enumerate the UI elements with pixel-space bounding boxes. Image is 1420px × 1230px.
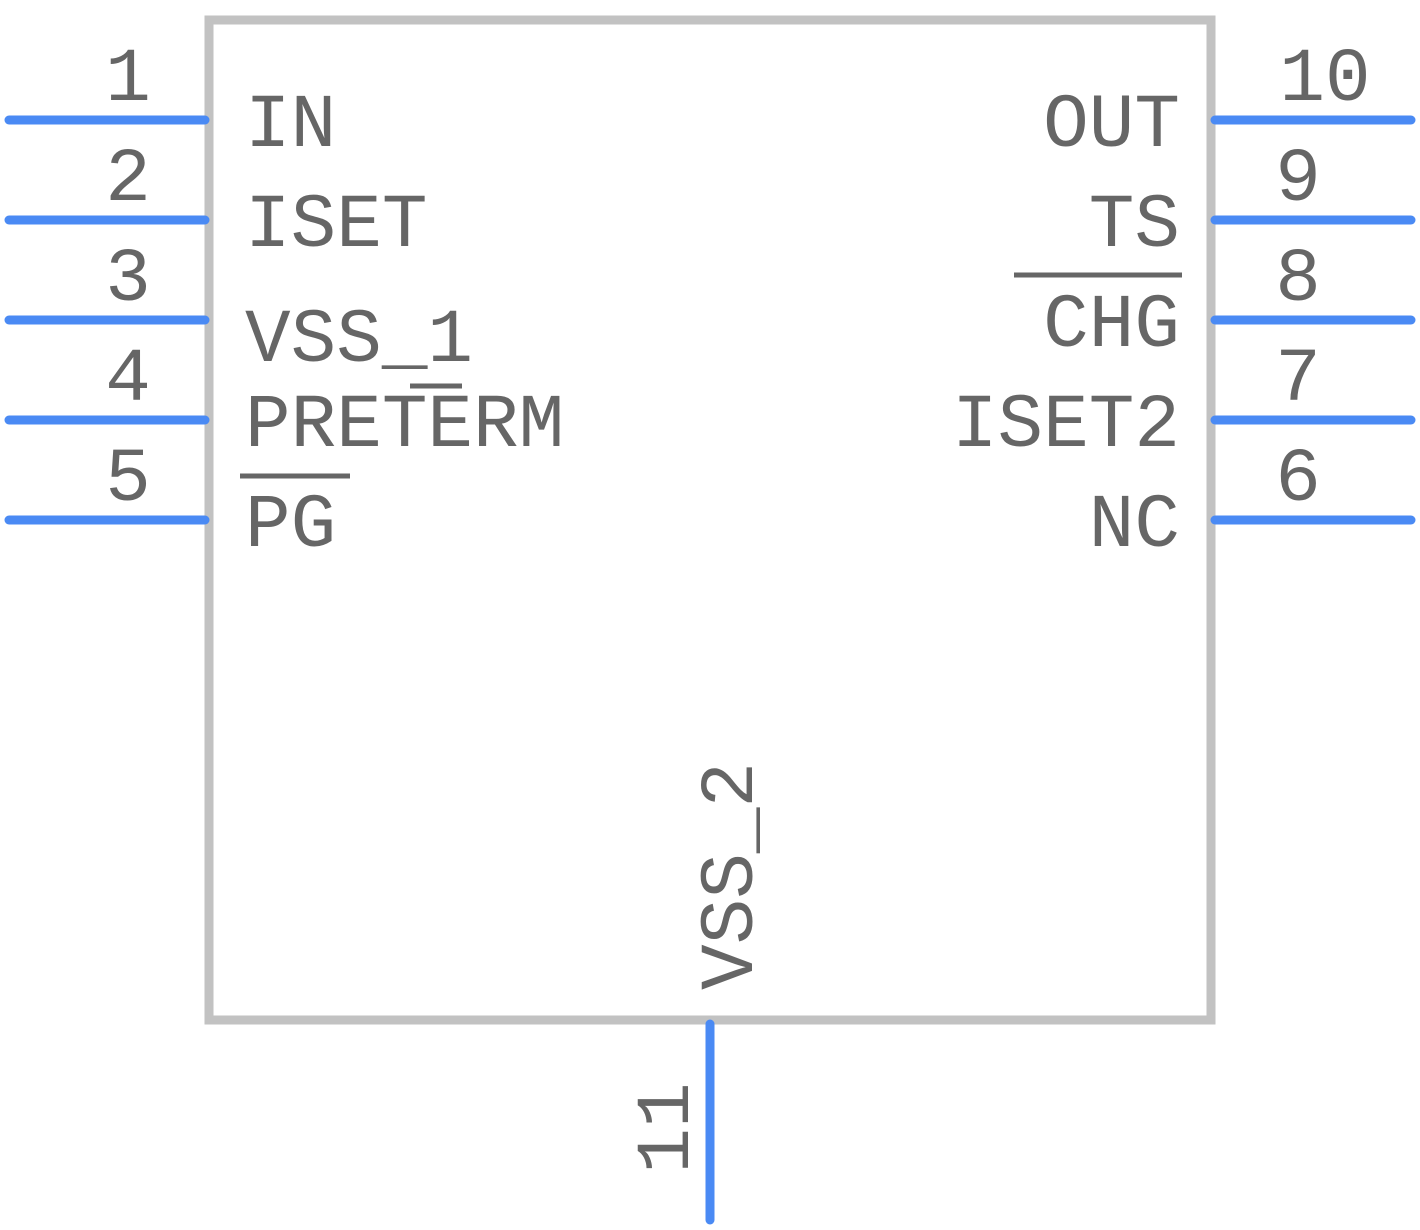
pin-1-name: IN xyxy=(245,83,336,169)
pin-2-number: 2 xyxy=(105,137,151,223)
pin-8-number: 8 xyxy=(1275,237,1321,323)
pin-6-number: 6 xyxy=(1275,437,1321,523)
pin-4-number: 4 xyxy=(105,337,151,423)
pin-9-name: TS xyxy=(1089,183,1180,269)
pin-11-number: 11 xyxy=(625,1082,711,1173)
pin-9-number: 9 xyxy=(1275,137,1321,223)
pin-5-name: PG xyxy=(245,483,336,569)
pin-7-number: 7 xyxy=(1275,337,1321,423)
pin-10-number: 10 xyxy=(1279,37,1370,123)
pin-5-number: 5 xyxy=(105,437,151,523)
pin-3-name: VSS_1 xyxy=(245,298,473,384)
pin-3-number: 3 xyxy=(105,237,151,323)
pin-11-name: VSS_2 xyxy=(689,762,775,990)
pin-8-name: CHG xyxy=(1043,283,1180,369)
pin-10-name: OUT xyxy=(1043,83,1180,169)
pin-4-name: PRETERM xyxy=(245,383,564,469)
pin-6-name: NC xyxy=(1089,483,1180,569)
pin-1-number: 1 xyxy=(105,37,151,123)
pin-7-name: ISET2 xyxy=(952,383,1180,469)
pin-2-name: ISET xyxy=(245,183,427,269)
